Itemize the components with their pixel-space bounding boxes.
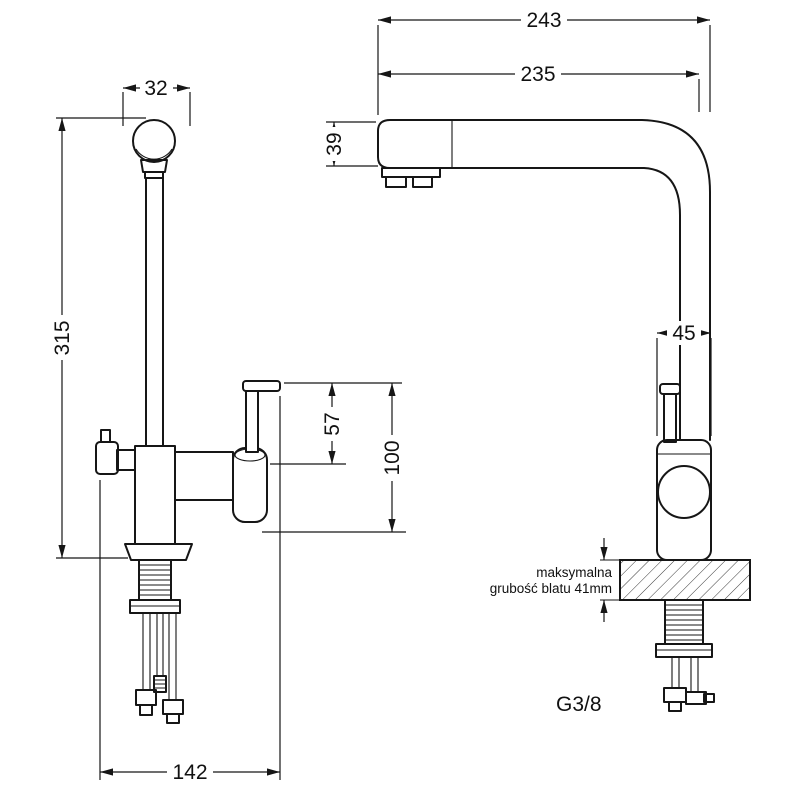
dim-45-label: 45 (672, 322, 695, 345)
front-dimensions: 32 315 57 100 142 (50, 76, 406, 784)
dim-57-label: 57 (321, 412, 344, 435)
spout-arm (377, 119, 711, 441)
dim-39-label: 39 (323, 132, 346, 155)
side-view (377, 119, 751, 712)
dim-32-label: 32 (144, 77, 167, 100)
dim-315-label: 315 (51, 320, 74, 355)
base-escutcheon (124, 543, 193, 561)
counter-note-line2: grubość blatu 41mm (490, 581, 612, 596)
dim-32-extensions (122, 92, 191, 126)
thread-fitting (663, 687, 687, 703)
dim-45-extensions (656, 338, 712, 436)
dim-142-label: 142 (172, 761, 207, 784)
filter-lever (95, 429, 136, 475)
side-dimensions: 243 235 39 45 maksymalna grubość blatu 4… (322, 8, 712, 716)
supply-hoses-side (663, 657, 715, 712)
faucet-body-side (656, 439, 712, 561)
dim-243-extensions (377, 25, 711, 115)
front-view (95, 119, 281, 724)
spout-collar (140, 159, 168, 173)
handle-arm (174, 451, 234, 501)
mounting-shank-side (655, 599, 713, 658)
lever-handle (242, 380, 281, 453)
dim-243-label: 243 (526, 9, 561, 32)
dim-235-label: 235 (520, 63, 555, 86)
ball-joint (657, 465, 711, 519)
mounting-shank-front (129, 559, 181, 614)
supply-hoses-front (135, 613, 184, 724)
dim-100-label: 100 (381, 440, 404, 475)
dim-142-extensions (99, 396, 281, 780)
lever-handle-side (659, 383, 681, 443)
faucet-body-front (134, 445, 176, 545)
countertop-section (600, 559, 751, 601)
spout-aerator (381, 167, 441, 188)
riser-pipe (145, 177, 164, 447)
thread-size-label: G3/8 (556, 693, 602, 716)
spout-ball (132, 119, 176, 163)
dim-315-extensions (56, 117, 146, 559)
counter-note-line1: maksymalna (536, 565, 612, 580)
